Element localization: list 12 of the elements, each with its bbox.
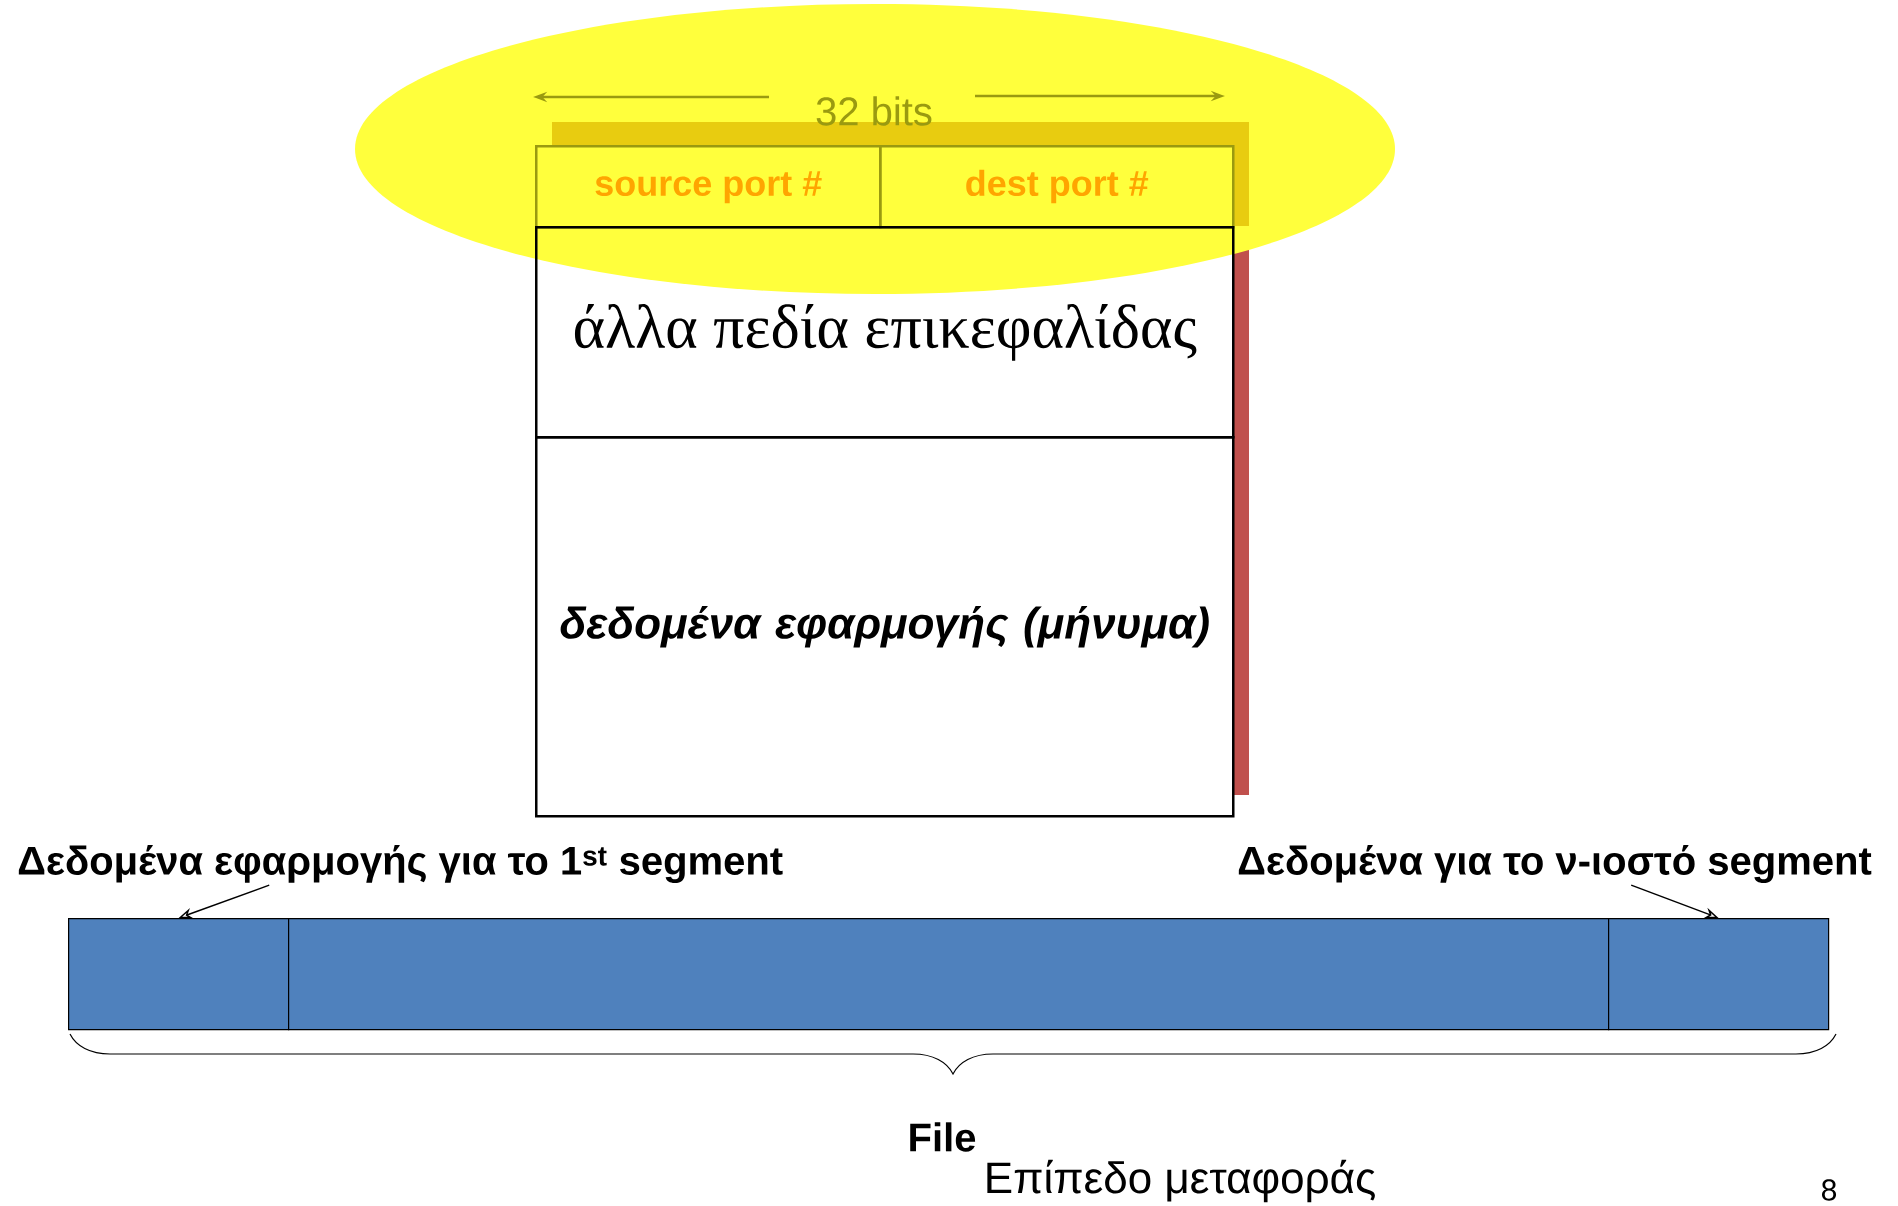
segment-label: Δεδομένα για το ν-ιοστό segment [1238,845,1872,883]
caption-text: Επίπεδο μεταφοράς [987,1159,1375,1203]
header-field-cell: source port # [535,145,882,229]
header-field-cell: άλλα πεδία επικεφαλίδας [535,226,1235,439]
page-number: 8 [1821,1179,1837,1201]
width-label: 32 bits [816,96,932,126]
segment-box [1608,918,1830,1031]
header-field-cell: dest port # [879,145,1235,229]
brace-label: File [910,1122,976,1152]
segment-box [68,918,290,1031]
segment-label: Δεδομένα εφαρμογής για το 1$^{st}$ segment [18,845,783,883]
payload-cell: δεδομένα εφαρμογής (μήνυμα) [535,436,1235,818]
